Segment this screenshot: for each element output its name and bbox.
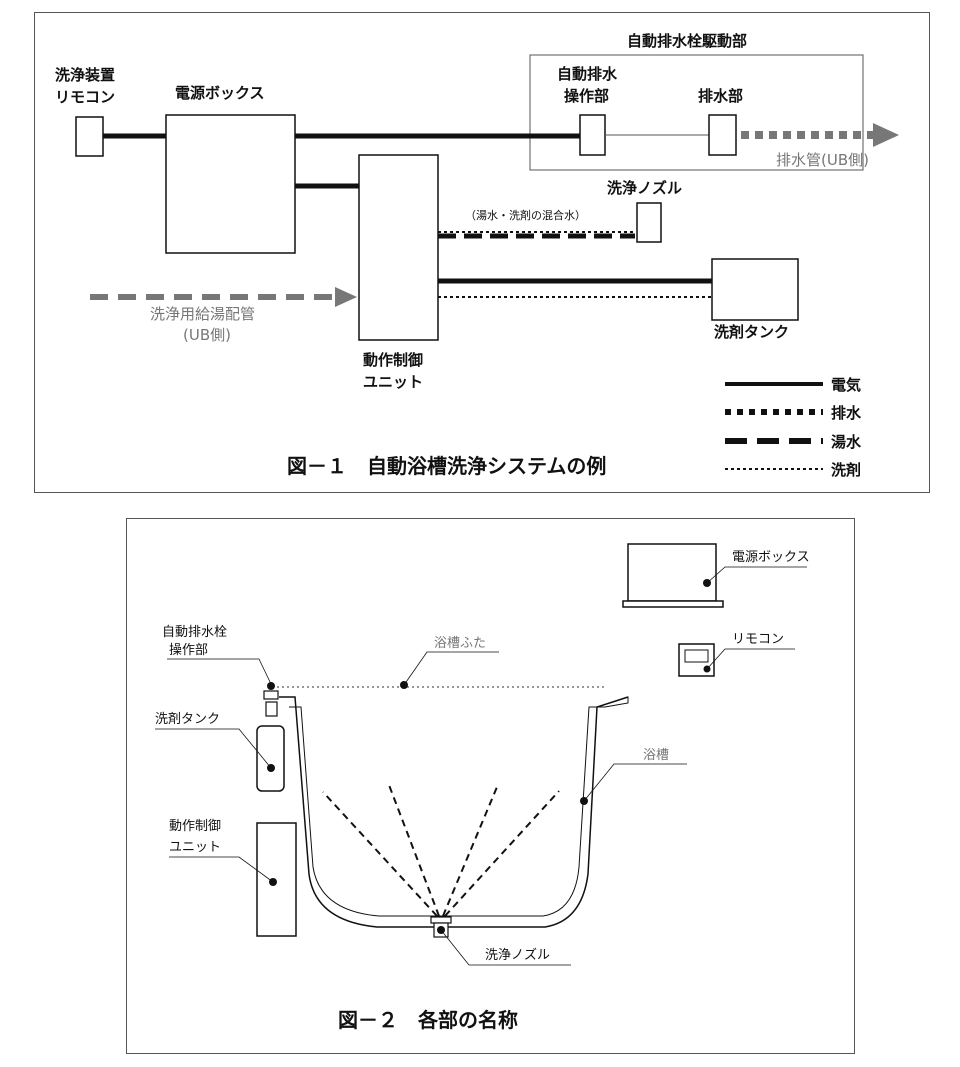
- remote-leader: [706, 648, 795, 670]
- supply-pipe-label-line1: 洗浄用給湯配管: [150, 305, 255, 323]
- drain-operator-body: [265, 701, 278, 717]
- drain-operator-dot: [267, 682, 275, 690]
- tub-label: 浴槽: [643, 748, 669, 763]
- tub-rim: [596, 696, 629, 708]
- spray-line-2: [388, 784, 440, 917]
- drain-operator-cap: [263, 690, 279, 700]
- figure-2-diagram: 電源ボックス リモコン 自動排水栓 操作部 浴槽ふた 浴槽 洗剤タンク: [155, 543, 810, 1032]
- power-box: [165, 114, 296, 254]
- figure-1-caption: 図－１ 自動浴槽洗浄システムの例: [287, 454, 606, 478]
- figure-2-caption: 図－２ 各部の名称: [338, 1008, 518, 1032]
- drain-operator-label-line1: 自動排水: [557, 65, 618, 83]
- legend-label-drain: 排水: [831, 404, 862, 422]
- remote-label: リモコン: [732, 632, 784, 647]
- detergent-tank-label: 洗剤タンク: [155, 711, 220, 727]
- control-unit-label-line2: ユニット: [363, 373, 423, 391]
- power-box-label: 電源ボックス: [732, 550, 810, 565]
- detergent-tank-leader: [155, 728, 272, 769]
- tub-lid-label: 浴槽ふた: [434, 636, 486, 651]
- spray-line-4: [444, 790, 560, 917]
- nozzle-box: [636, 202, 662, 243]
- power-box-shape: [627, 543, 717, 602]
- power-box-leader: [706, 566, 807, 584]
- tub-outer: [279, 696, 629, 928]
- spray-line-3: [442, 786, 498, 917]
- drain-operator-label-line2: 操作部: [169, 642, 208, 658]
- supply-pipe-arrow: [335, 287, 357, 307]
- tub-inner: [289, 706, 605, 917]
- figure-1-diagram: 自動排水栓駆動部 洗浄装置 リモコン 電源ボックス 自動排水 操作部 排水部 排…: [55, 32, 899, 479]
- nozzle-label: 洗浄ノズル: [607, 179, 682, 197]
- power-box-base: [622, 600, 724, 608]
- remote-screen: [684, 649, 709, 663]
- figure-1-panel: 自動排水栓駆動部 洗浄装置 リモコン 電源ボックス 自動排水 操作部 排水部 排…: [34, 12, 930, 493]
- tub-leader: [583, 763, 687, 802]
- control-unit-leader: [169, 856, 274, 883]
- control-unit-shape: [256, 822, 297, 937]
- spray-lines: [322, 784, 560, 917]
- control-unit-label-line1: 動作制御: [169, 819, 221, 834]
- power-box-label: 電源ボックス: [175, 84, 265, 102]
- supply-pipe-label-line2: (UB側): [183, 326, 231, 344]
- drain-part-box: [708, 114, 737, 156]
- detergent-tank-label: 洗剤タンク: [714, 323, 789, 341]
- drain-drive-group-box: [529, 54, 864, 171]
- legend: 電気 排水 湯水 洗剤: [725, 376, 862, 479]
- remote-label-line1: 洗浄装置: [55, 66, 115, 84]
- detergent-tank-shape: [256, 725, 285, 792]
- tub-lid-leader: [403, 651, 499, 686]
- drain-pipe-label: 排水管(UB側): [776, 151, 869, 169]
- drain-pipe-arrow: [873, 123, 899, 147]
- detergent-tank-box: [711, 258, 799, 321]
- spray-line-1: [322, 791, 438, 917]
- control-unit-label-line1: 動作制御: [363, 351, 423, 369]
- remote-box: [75, 116, 104, 157]
- control-unit-box: [358, 154, 439, 341]
- remote-label-line2: リモコン: [55, 88, 115, 106]
- legend-label-hot-water: 湯水: [831, 433, 862, 451]
- drain-operator-leader: [167, 658, 272, 685]
- drain-operator-label-line1: 自動排水栓: [162, 625, 227, 640]
- nozzle-cap: [430, 916, 452, 924]
- legend-label-detergent: 洗剤: [831, 461, 861, 479]
- control-unit-label-line2: ユニット: [169, 840, 221, 855]
- drain-part-label: 排水部: [698, 87, 743, 105]
- figure-2-panel: 電源ボックス リモコン 自動排水栓 操作部 浴槽ふた 浴槽 洗剤タンク: [126, 518, 855, 1054]
- drain-operator-label-line2: 操作部: [564, 87, 609, 105]
- drain-operator-box: [579, 114, 606, 156]
- mix-water-label: （湯水・洗剤の混合水）: [465, 208, 586, 222]
- nozzle-label: 洗浄ノズル: [485, 947, 550, 963]
- drain-drive-group-label: 自動排水栓駆動部: [627, 32, 747, 50]
- legend-label-electric: 電気: [831, 376, 861, 394]
- nozzle-leader: [440, 929, 571, 966]
